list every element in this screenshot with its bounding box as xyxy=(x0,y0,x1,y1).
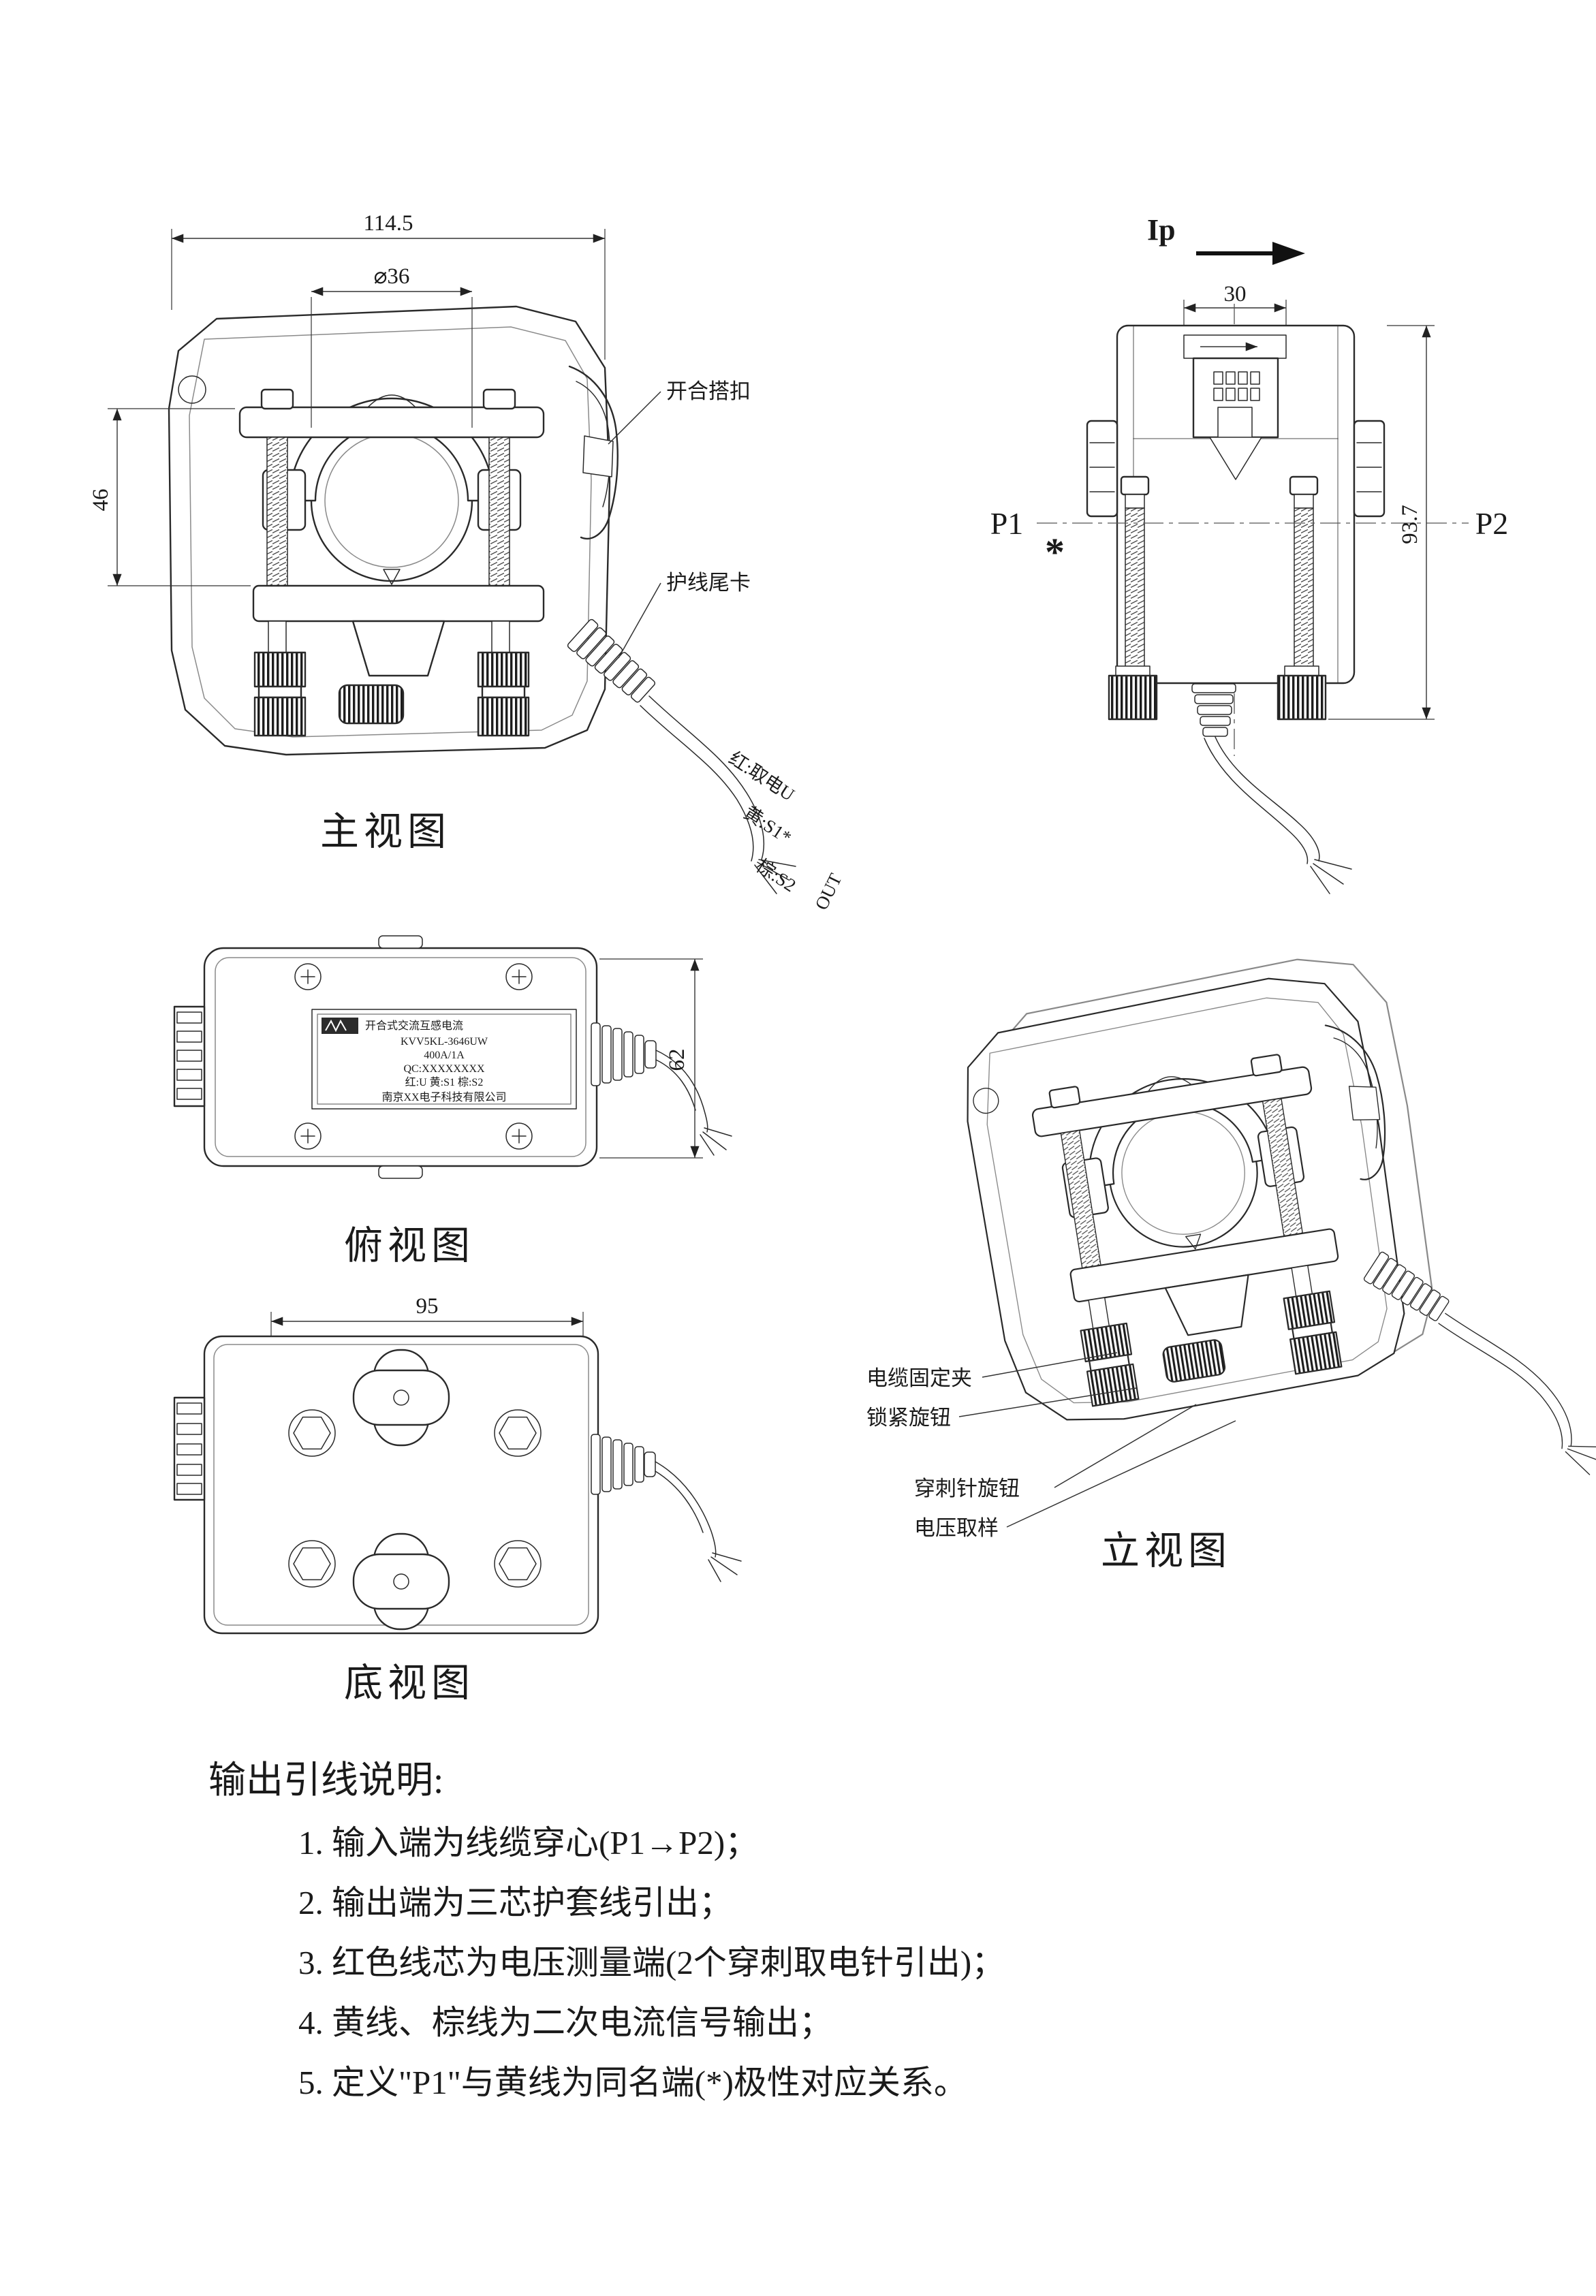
wire-red-label: 红:取电U xyxy=(725,748,798,805)
top-view-title: 俯视图 xyxy=(344,1225,475,1268)
voltage-tap-label: 电压取样 xyxy=(914,1516,999,1540)
nameplate-line4: QC:XXXXXXXX xyxy=(403,1063,485,1075)
clamp-flanges xyxy=(1086,420,1386,518)
note-item-5: 5. 定义"P1"与黄线为同名端(*)极性对应关系。 xyxy=(298,2064,967,2101)
cable-clamp-label: 电缆固定夹 xyxy=(866,1366,972,1390)
nameplate-logo xyxy=(322,1018,358,1034)
side-cable-gland xyxy=(1191,683,1236,737)
pierce-knob-label: 穿刺针旋钮 xyxy=(914,1477,1020,1500)
bottom-connector-fins xyxy=(173,1396,206,1501)
nameplate-line3: 400A/1A xyxy=(424,1050,465,1061)
notes-title: 输出引线说明: xyxy=(208,1759,443,1801)
dim-hole-diameter: ⌀36 xyxy=(374,264,410,289)
top-view: 开合式交流互感电流 KVV5KL-3646UW 400A/1A QC:XXXXX… xyxy=(173,935,732,1268)
top-output-wire xyxy=(655,1050,708,1133)
case-screws xyxy=(294,963,533,1150)
dim-top-width: 30 xyxy=(1224,282,1247,306)
terminal-p2-label: P2 xyxy=(1475,506,1509,541)
elevation-view: 电缆固定夹 锁紧旋钮 穿刺针旋钮 电压取样 立视图 xyxy=(866,939,1596,1573)
wire-yellow-label: 黄:S1* xyxy=(740,802,796,848)
side-screws xyxy=(1108,475,1327,721)
elevation-front-face xyxy=(953,939,1596,1562)
bottom-view-title: 底视图 xyxy=(344,1662,475,1705)
dim-bottom-width: 95 xyxy=(416,1294,439,1319)
nameplate: 开合式交流互感电流 KVV5KL-3646UW 400A/1A QC:XXXXX… xyxy=(311,1009,577,1110)
clasp-label: 开合搭扣 xyxy=(666,379,751,403)
cord-clip-leader-line xyxy=(618,582,661,659)
front-view-title: 主视图 xyxy=(320,811,451,853)
cross-knob-bottom xyxy=(352,1532,450,1631)
bottom-view: 95 xyxy=(173,1294,742,1705)
wire-out-label: OUT xyxy=(811,870,846,913)
left-connector-fins xyxy=(173,1005,206,1107)
polarity-asterisk: * xyxy=(1045,530,1065,574)
top-latch-tab xyxy=(378,935,423,949)
side-output-wire xyxy=(1215,736,1320,862)
bottom-output-wire xyxy=(655,1461,717,1558)
bottom-wire-frayed-end xyxy=(708,1552,742,1582)
cross-knob-top xyxy=(352,1349,450,1447)
dim-overall-height: 93.7 xyxy=(1398,505,1422,544)
dim-depth: 62 xyxy=(665,1049,689,1071)
note-item-3: 3. 红色线芯为电压测量端(2个穿刺取电针引出)； xyxy=(298,1944,1005,1981)
elevation-view-title: 立视图 xyxy=(1101,1530,1232,1573)
wire-brown-label: 棕:S2 xyxy=(753,855,800,896)
nameplate-line2: KVV5KL-3646UW xyxy=(401,1036,488,1048)
lock-knob-label: 锁紧旋钮 xyxy=(866,1406,951,1430)
clasp-leader-line xyxy=(608,391,661,445)
top-cable-gland xyxy=(591,1022,657,1086)
dim-overall-width: 114.5 xyxy=(363,211,413,236)
bottom-cable-gland xyxy=(591,1434,656,1495)
cord-clip-label: 护线尾卡 xyxy=(666,571,751,595)
note-item-1: 1. 输入端为线缆穿心(P1→P2)； xyxy=(298,1824,758,1861)
top-wire-frayed-end xyxy=(700,1127,732,1156)
dim-window-height: 46 xyxy=(89,489,113,512)
terminal-p1-label: P1 xyxy=(990,506,1024,541)
nameplate-line6: 南京XX电子科技有限公司 xyxy=(381,1091,506,1103)
primary-current-label: Ip xyxy=(1147,213,1176,247)
side-view: Ip 30 xyxy=(990,213,1509,894)
front-view: 114.5 ⌀36 46 开合搭扣 护线尾卡 红:取电U 黄:S1* 棕:S2 … xyxy=(89,211,846,913)
side-wire-frayed-end xyxy=(1310,859,1352,894)
current-direction-arrow xyxy=(1196,242,1305,265)
output-lead-notes: 输出引线说明: 1. 输入端为线缆穿心(P1→P2)； 2. 输出端为三芯护套线… xyxy=(208,1759,1005,2101)
note-item-4: 4. 黄线、棕线为二次电流信号输出； xyxy=(298,2004,832,2041)
nameplate-line5: 红:U 黄:S1 棕:S2 xyxy=(405,1076,484,1088)
latch-block xyxy=(1192,357,1279,480)
hex-nuts xyxy=(288,1409,542,1588)
note-item-2: 2. 输出端为三芯护套线引出； xyxy=(298,1884,732,1921)
nameplate-line1: 开合式交流互感电流 xyxy=(365,1020,463,1032)
